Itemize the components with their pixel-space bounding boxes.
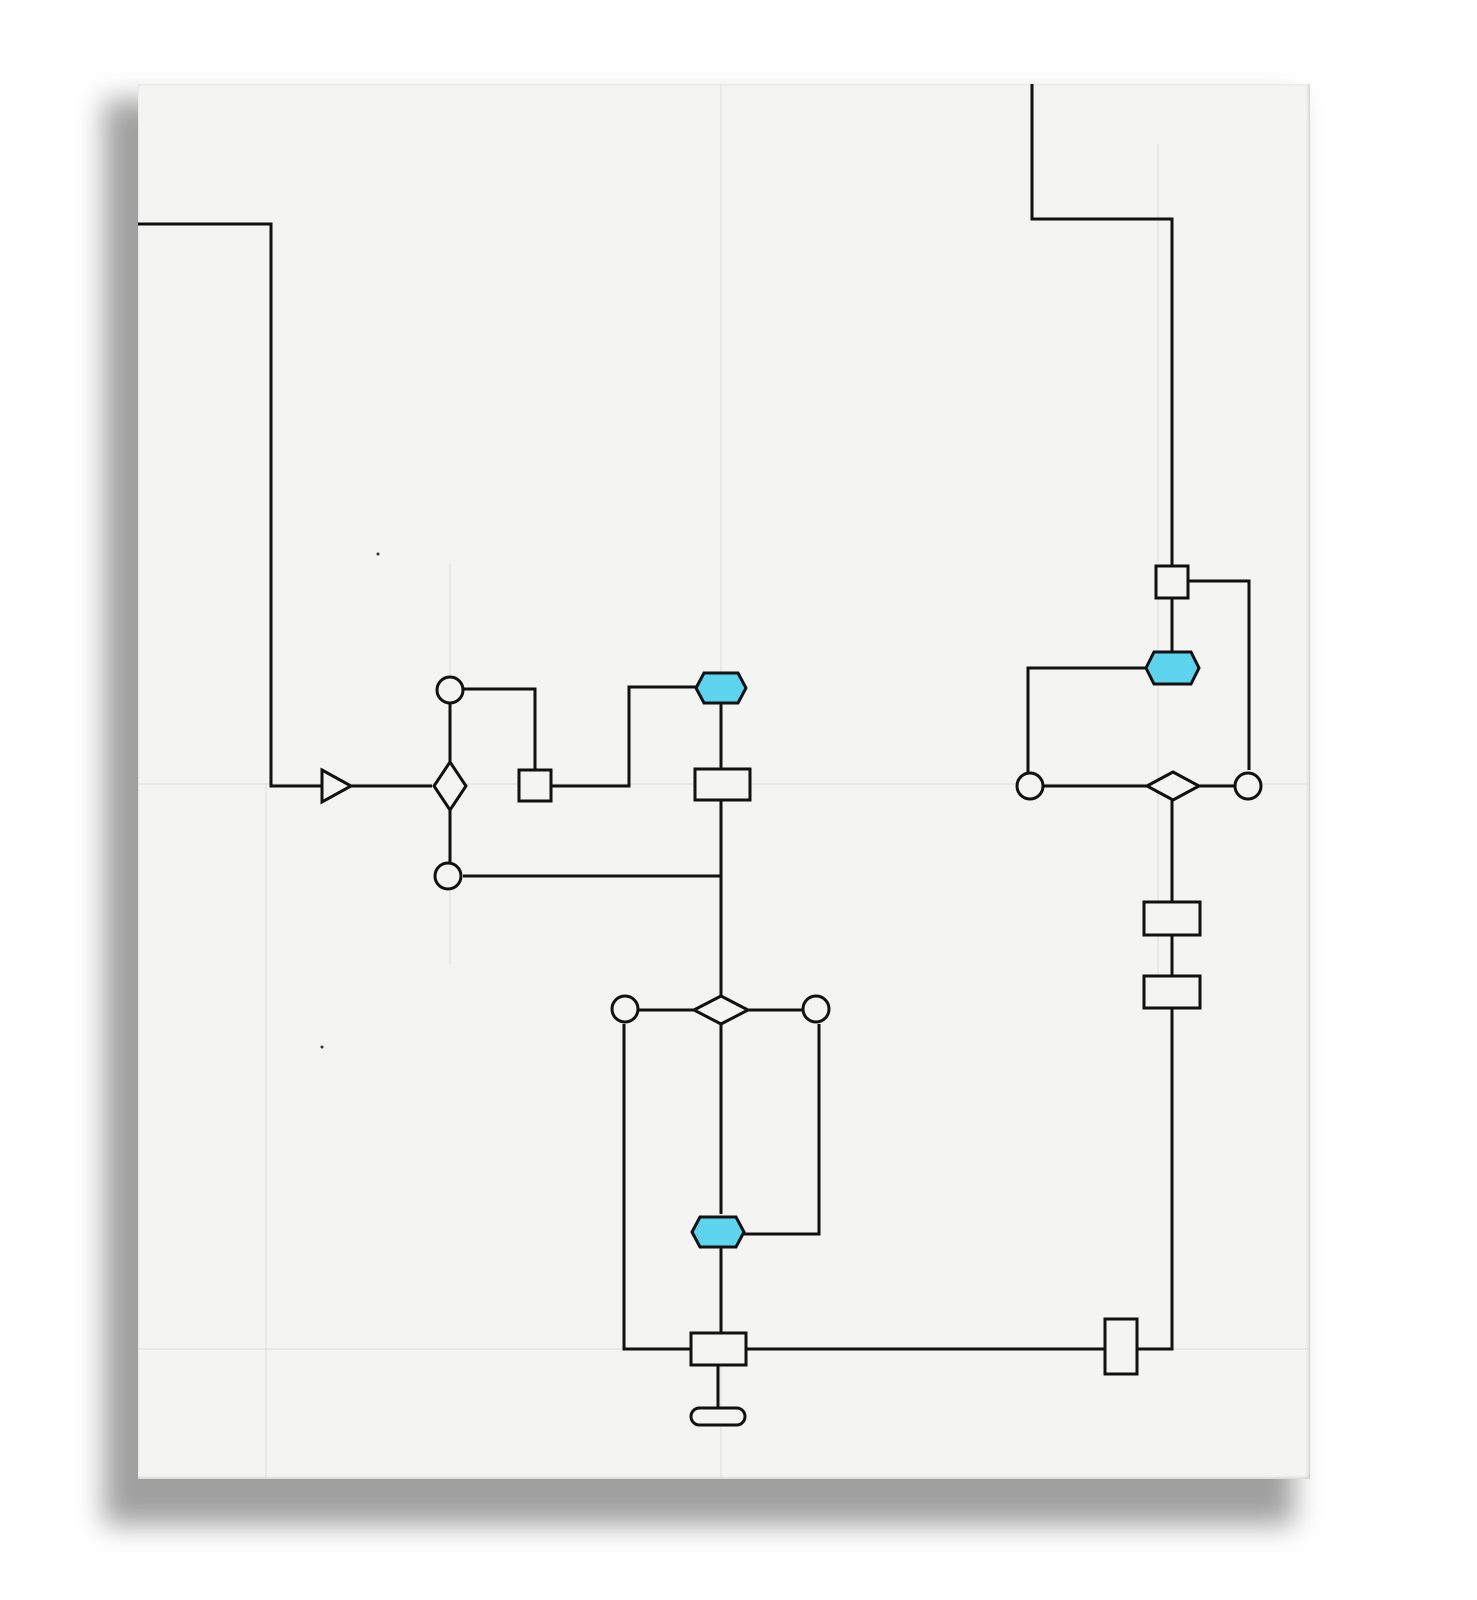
flowchart-shapes bbox=[320, 564, 1263, 1427]
flowchart-painting bbox=[138, 84, 1310, 1479]
pencil-marks bbox=[320, 552, 380, 1049]
rectangle-shape bbox=[1142, 900, 1202, 937]
connector-line bbox=[138, 222, 322, 788]
painted-canvas bbox=[138, 84, 1310, 1479]
square-shape bbox=[1154, 564, 1190, 600]
circle-shape bbox=[610, 994, 640, 1024]
connector-line bbox=[1026, 666, 1146, 772]
rectangle-shape bbox=[693, 767, 752, 802]
connector-line bbox=[1030, 84, 1174, 566]
square-shape bbox=[517, 768, 553, 803]
circle-shape bbox=[801, 994, 831, 1024]
connector-line bbox=[1188, 579, 1251, 770]
diamond-shape bbox=[1143, 770, 1203, 802]
circle-shape bbox=[1233, 771, 1263, 801]
hexagon-shape-blue bbox=[1144, 650, 1201, 686]
connector-lines bbox=[138, 84, 1251, 1407]
connector-line bbox=[743, 1024, 821, 1236]
connector-line bbox=[464, 687, 537, 771]
pencil-dot bbox=[320, 1045, 324, 1049]
terminator-shape bbox=[689, 1406, 747, 1427]
connector-line bbox=[551, 685, 696, 788]
rectangle-shape bbox=[689, 1331, 748, 1367]
rectangle-shape bbox=[1142, 974, 1202, 1010]
triangle-shape bbox=[320, 767, 355, 805]
hexagon-shape-blue bbox=[690, 1215, 746, 1249]
circle-shape bbox=[1015, 771, 1045, 801]
circle-shape bbox=[433, 861, 463, 891]
connector-line bbox=[622, 1024, 691, 1351]
connector-line bbox=[1137, 990, 1174, 1351]
diamond-shape bbox=[432, 759, 468, 813]
pencil-dot bbox=[376, 552, 380, 556]
rectangle-shape bbox=[1103, 1317, 1139, 1376]
circle-shape bbox=[435, 675, 465, 705]
diamond-shape bbox=[690, 994, 752, 1026]
hexagon-shape-blue bbox=[694, 671, 748, 705]
